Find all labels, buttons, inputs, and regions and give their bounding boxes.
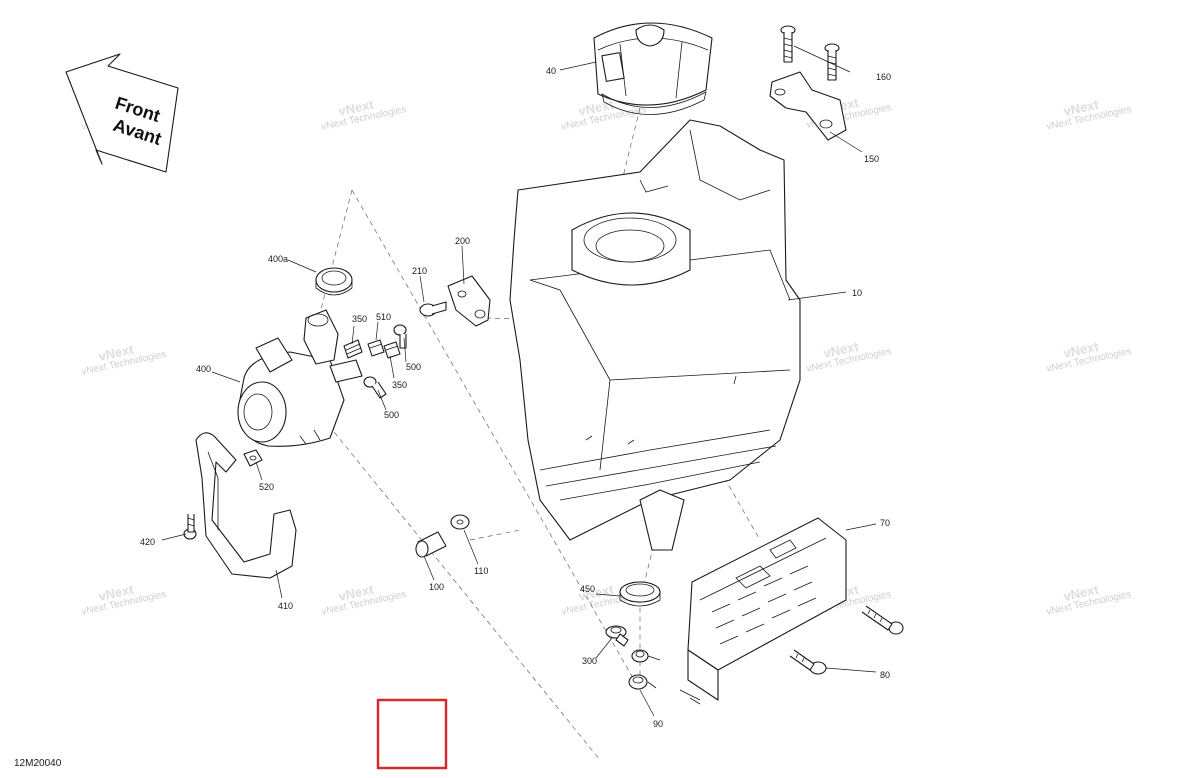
watermark: vNext vNext Technologies [1045,97,1132,133]
callout-70[interactable]: 70 [880,518,890,528]
callout-90[interactable]: 90 [653,719,663,729]
leader-lines [161,45,877,717]
callout-110[interactable]: 110 [474,566,488,576]
callout-450[interactable]: 450 [580,584,595,594]
callout-350[interactable]: 350 [352,314,367,324]
screw [861,605,904,635]
highlight-box [376,698,448,770]
callout-40[interactable]: 40 [546,66,556,76]
callout-100[interactable]: 100 [429,582,444,592]
seal-ring [315,267,353,296]
diagram-reference-code: 12M20040 [14,758,62,769]
watermark: vNext vNext Technologies [80,582,167,618]
screw [363,376,387,399]
callout-210[interactable]: 210 [412,266,427,276]
screw [824,43,840,81]
callout-500[interactable]: 500 [384,410,399,420]
screw [183,514,197,540]
watermark-line1: vNext [97,342,135,364]
mounting-bracket [769,71,847,141]
screw [789,649,827,675]
watermark: vNext vNext Technologies [320,97,407,133]
screw [419,301,447,317]
callout-410[interactable]: 410 [278,601,293,611]
hose-clamp [619,581,661,607]
watermark: vNext vNext Technologies [1045,339,1132,375]
fitting [367,339,385,357]
callout-160[interactable]: 160 [876,72,891,82]
callout-300[interactable]: 300 [582,656,597,666]
fuel-tank [509,119,801,551]
callout-350[interactable]: 350 [392,380,407,390]
tank-bracket [447,275,491,327]
washer [450,514,470,530]
watermark-line1: vNext [337,97,375,119]
skid-plate [679,517,847,705]
watermark-line1: vNext [1062,582,1100,604]
callout-400a[interactable]: 400a [268,254,288,264]
watermark: vNext vNext Technologies [805,339,892,375]
fitting [383,341,401,359]
callout-510[interactable]: 510 [376,312,391,322]
watermark: vNext vNext Technologies [80,342,167,378]
bolt [415,531,447,558]
fuel-pump-assembly [237,309,363,447]
watermark-line1: vNext [1062,97,1100,119]
watermark-line1: vNext [822,339,860,361]
callout-520[interactable]: 520 [259,482,274,492]
callout-200[interactable]: 200 [455,236,470,246]
nut [243,449,263,467]
clamp [628,649,661,690]
callout-150[interactable]: 150 [864,154,879,164]
callout-420[interactable]: 420 [140,537,155,547]
front-arrow-icon: Front Avant [65,53,179,173]
watermark: vNext vNext Technologies [320,582,407,618]
watermark-line1: vNext [97,582,135,604]
watermark-line1: vNext [577,97,615,119]
screw [780,25,796,63]
watermark-line1: vNext [577,582,615,604]
watermark: vNext vNext Technologies [1045,582,1132,618]
fuel-cap [593,22,713,115]
watermark-line1: vNext [1062,339,1100,361]
clamp [605,625,629,647]
callout-labels: 40 160 150 10 200 210 400a 350 510 500 3… [140,66,891,729]
retaining-strap [195,432,297,579]
callout-80[interactable]: 80 [880,670,890,680]
callout-400[interactable]: 400 [196,364,211,374]
callout-500[interactable]: 500 [406,362,421,372]
fitting [343,339,363,359]
watermark-line1: vNext [337,582,375,604]
callout-10[interactable]: 10 [852,288,862,298]
